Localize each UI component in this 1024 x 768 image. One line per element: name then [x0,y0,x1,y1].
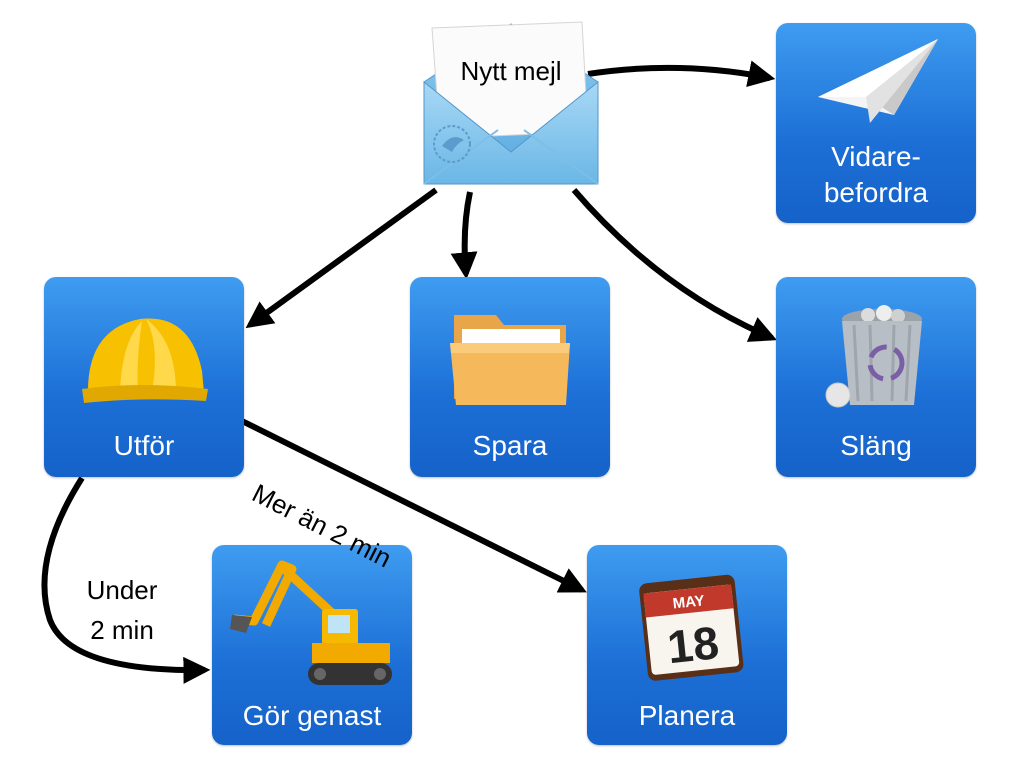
discard-label: Släng [840,430,912,461]
new-mail-label: Nytt mejl [460,56,562,86]
new-mail-node[interactable]: Nytt mejl [418,12,604,192]
envelope-icon [423,21,599,185]
discard-tile[interactable]: Släng [776,277,976,477]
arrow-mail-to-do [245,187,438,329]
plan-tile[interactable]: MAY 18 Planera [587,545,787,745]
arrow-mail-to-discard [571,188,777,342]
calendar-day: 18 [665,616,721,673]
forward-tile[interactable]: Vidare- befordra [776,23,976,223]
calendar-month: MAY [672,592,706,612]
arrow-do-to-plan [238,417,587,593]
arrow-do-to-donow [41,476,211,684]
paper-plane-icon [818,39,938,123]
do-now-label: Gör genast [242,700,382,731]
excavator-icon [230,560,392,685]
calendar-icon: MAY 18 [639,574,744,681]
save-tile[interactable]: Spara [410,277,610,477]
folder-icon [450,315,570,405]
arrow-mail-to-save [450,191,478,280]
save-label: Spara [472,430,548,461]
hard-hat-icon [82,318,208,403]
trash-can-icon [825,305,922,408]
forward-label: Vidare- befordra [823,141,929,208]
do-tile[interactable]: Utför [44,277,244,477]
arrow-mail-to-forward [587,60,776,88]
do-label: Utför [113,430,175,461]
edge-label-under-2-min: Under 2 min [86,575,158,645]
do-now-tile[interactable]: Gör genast [212,545,412,745]
plan-label: Planera [638,700,736,731]
